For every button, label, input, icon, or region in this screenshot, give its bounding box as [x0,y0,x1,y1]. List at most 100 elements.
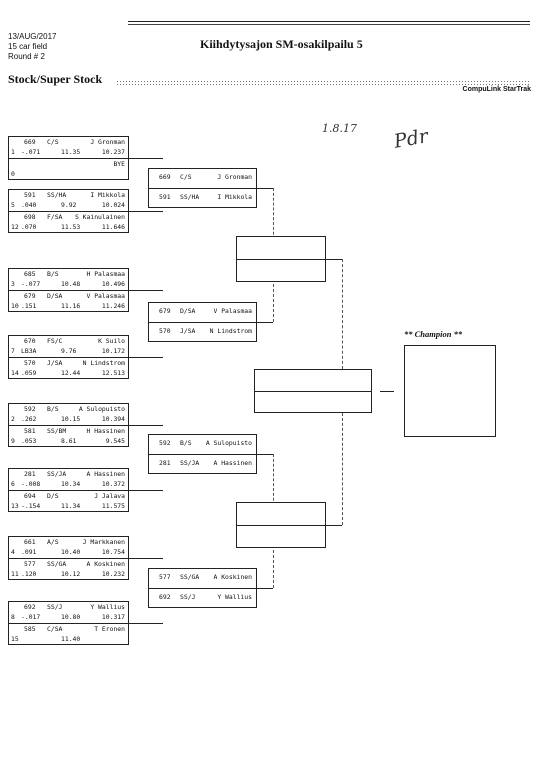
car-number: 670 [24,337,36,345]
car-number: 570 [159,327,171,335]
connector [129,623,163,624]
car-class: SS/GA [47,560,67,568]
reaction-time: .120 [21,570,37,578]
matchup-divider [9,623,128,624]
dial-time: 11.646 [101,223,125,231]
car-class: SS/J [47,603,63,611]
reaction-time: .091 [21,548,37,556]
handwritten-signature: Pdr [392,125,430,153]
car-number: 685 [24,270,36,278]
lane-number: 15 [11,635,19,643]
dial-time: 10.317 [101,613,125,621]
car-number: 692 [159,593,171,601]
dial-time: 10.172 [101,347,125,355]
elapsed-time: 10.40 [61,548,81,556]
reaction-time: -.017 [21,613,41,621]
car-number: 577 [24,560,36,568]
connector [342,259,343,369]
car-number: 585 [24,625,36,633]
car-class: SS/BM [47,427,67,435]
car-class: D/SA [47,292,63,300]
elapsed-time: 8.61 [61,437,77,445]
driver-name: A Koskinen [213,573,252,581]
elapsed-time: 10.34 [61,480,81,488]
lane-number: 11 [11,570,19,578]
car-number: 281 [159,459,171,467]
connector [273,454,274,525]
car-class: C/SA [47,625,63,633]
connector [129,158,163,159]
car-number: 570 [24,359,36,367]
car-class: SS/JA [180,459,200,467]
elapsed-time: 11.40 [61,635,81,643]
reaction-time: .053 [21,437,37,445]
connector [129,490,163,491]
dial-time: 10.754 [101,548,125,556]
connector [257,588,273,589]
lane-number: 10 [11,302,19,310]
driver-name: BYE [113,160,125,168]
dial-time: 10.394 [101,415,125,423]
lane-number: 1 [11,148,15,156]
semifinal-box-1 [236,236,326,282]
header-field: 15 car field [8,42,48,51]
champion-box [404,345,496,437]
car-number: 591 [24,191,36,199]
champion-label: ** Champion ** [404,329,463,339]
lane-number: 3 [11,280,15,288]
dial-time: 11.575 [101,502,125,510]
handwritten-date: 1.8.17 [322,122,357,135]
lane-number: 9 [11,437,15,445]
connector [273,188,274,259]
connector [257,454,273,455]
connector [129,211,163,212]
car-number: 679 [24,292,36,300]
reaction-time: -.154 [21,502,41,510]
elapsed-time: 10.48 [61,280,81,288]
header-round: Round # 2 [8,52,45,61]
matchup-divider [9,558,128,559]
lane-number: 14 [11,369,19,377]
connector [326,525,342,526]
driver-name: Y Wallius [217,593,252,601]
driver-name: N Lindstrom [209,327,252,335]
lane-number: 6 [11,480,15,488]
car-class: SS/HA [47,191,67,199]
car-number: 669 [159,173,171,181]
car-number: 592 [159,439,171,447]
driver-name: J Gronman [90,138,125,146]
reaction-time: -.077 [21,280,41,288]
driver-name: K Suilo [98,337,125,345]
car-class: J/SA [47,359,63,367]
connector [129,558,163,559]
elapsed-time: 11.35 [61,148,81,156]
connector [257,188,273,189]
elapsed-time: 10.12 [61,570,81,578]
reaction-time: -.008 [21,480,41,488]
car-number: 591 [159,193,171,201]
connector [129,290,163,291]
matchup-divider [9,490,128,491]
connector [129,425,163,426]
car-number: 581 [24,427,36,435]
driver-name: A Hassinen [86,470,125,478]
car-class: FS/C [47,337,63,345]
car-number: 577 [159,573,171,581]
dial-time: 12.513 [101,369,125,377]
reaction-time: .040 [21,201,37,209]
reaction-time: .070 [21,223,37,231]
elapsed-time: 12.44 [61,369,81,377]
class-title: Stock/Super Stock [8,72,103,86]
car-class: SS/HA [180,193,200,201]
matchup-divider [149,454,256,455]
car-class: C/S [47,138,59,146]
header-date: 13/AUG/2017 [8,32,57,41]
driver-name: H Hassinen [86,427,125,435]
